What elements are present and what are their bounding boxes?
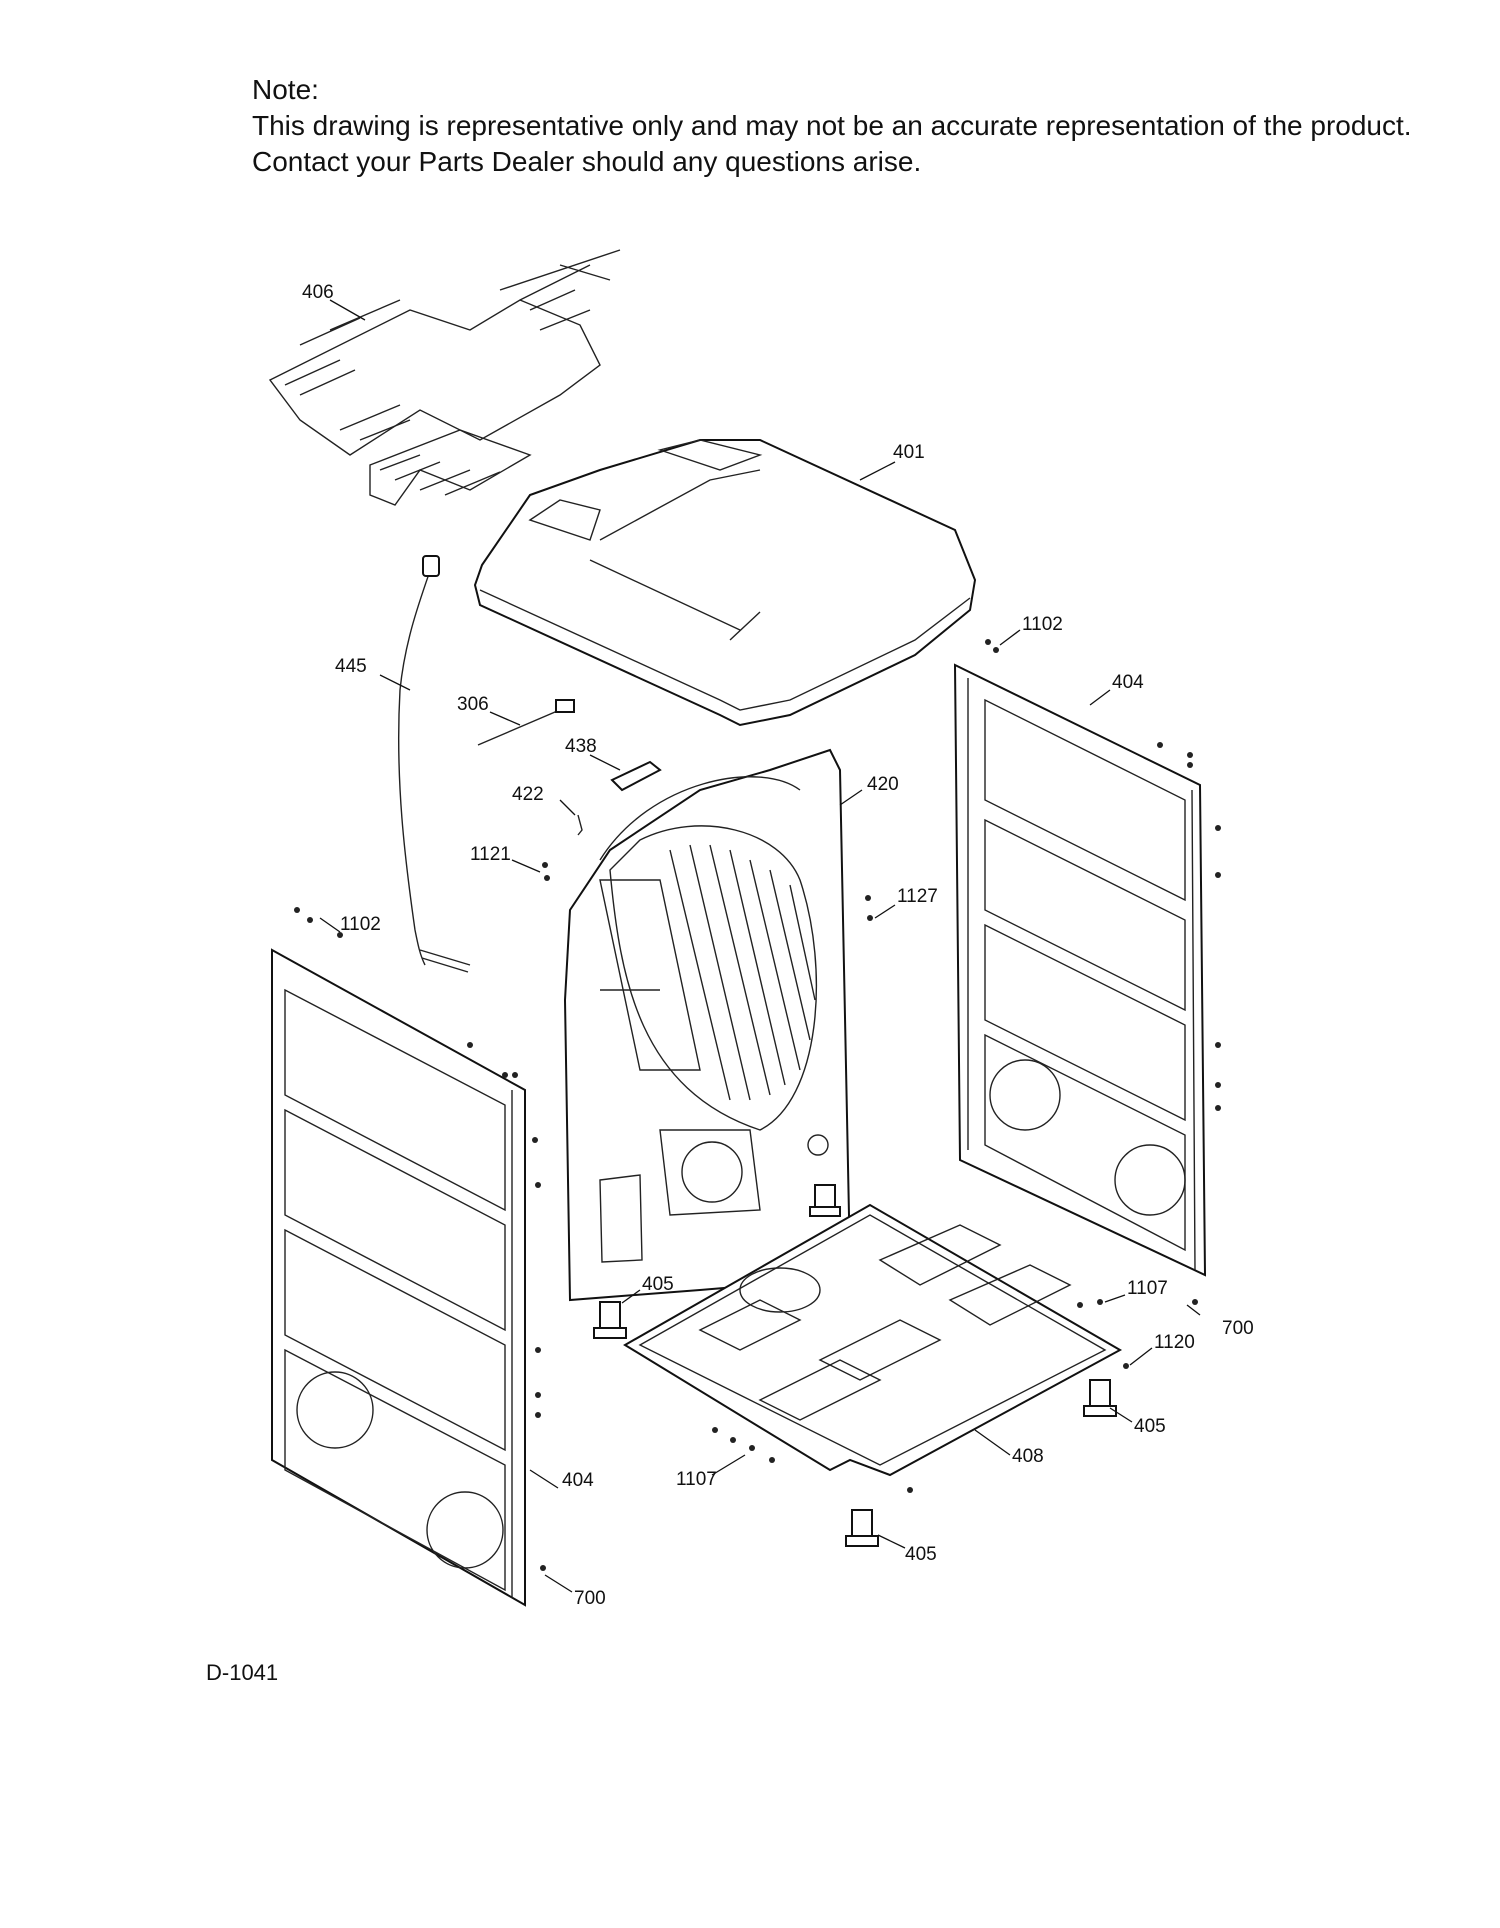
callout-438: 438 [565, 736, 597, 757]
callout-406: 406 [302, 282, 334, 303]
callout-404-right: 404 [1112, 672, 1144, 693]
callout-1127: 1127 [897, 886, 938, 907]
callout-700-right: 700 [1222, 1318, 1254, 1339]
callout-306: 306 [457, 694, 489, 715]
callout-405-bottom: 405 [905, 1544, 937, 1565]
callout-404-left: 404 [562, 1470, 594, 1491]
note-block: Note: This drawing is representative onl… [252, 72, 1412, 180]
clip-422 [577, 814, 583, 836]
callout-1102-left: 1102 [340, 914, 381, 935]
wire-harness-406 [268, 249, 621, 506]
leg-405-bottom [845, 1509, 879, 1547]
side-panel-left-404 [271, 948, 526, 1607]
note-line-2: Contact your Parts Dealer should any que… [252, 146, 922, 177]
callout-labels: 406 401 445 306 438 420 422 1121 1127 11… [302, 282, 1254, 1609]
callout-1102-right: 1102 [1022, 614, 1063, 635]
power-cord-445 [397, 555, 471, 973]
callout-422: 422 [512, 784, 544, 805]
leg-405-center [593, 1301, 627, 1339]
leg-405-right [1083, 1379, 1117, 1417]
callout-401: 401 [893, 442, 925, 463]
callout-1107-left: 1107 [676, 1469, 717, 1490]
base-408 [623, 1203, 1123, 1477]
callout-1120: 1120 [1154, 1332, 1195, 1353]
side-panel-right-404 [953, 663, 1207, 1277]
note-line-1: This drawing is representative only and … [252, 110, 1412, 141]
callout-405-right: 405 [1134, 1416, 1166, 1437]
note-title: Note: [252, 74, 319, 105]
callout-445: 445 [335, 656, 367, 677]
callout-405-center: 405 [642, 1274, 674, 1295]
callout-700-left: 700 [574, 1588, 606, 1609]
screw-markers [294, 639, 1221, 1571]
rear-panel-420 [563, 748, 852, 1302]
sensor-306 [477, 699, 575, 746]
diagram-code: D-1041 [206, 1660, 279, 1685]
callout-1107-right: 1107 [1127, 1278, 1168, 1299]
bracket-438 [610, 760, 662, 792]
callout-420: 420 [867, 774, 899, 795]
callout-1121: 1121 [470, 844, 511, 865]
callout-408: 408 [1012, 1446, 1044, 1467]
leg-405-top [809, 1184, 841, 1217]
top-panel-401 [473, 439, 977, 727]
leader-lines [319, 299, 1201, 1593]
